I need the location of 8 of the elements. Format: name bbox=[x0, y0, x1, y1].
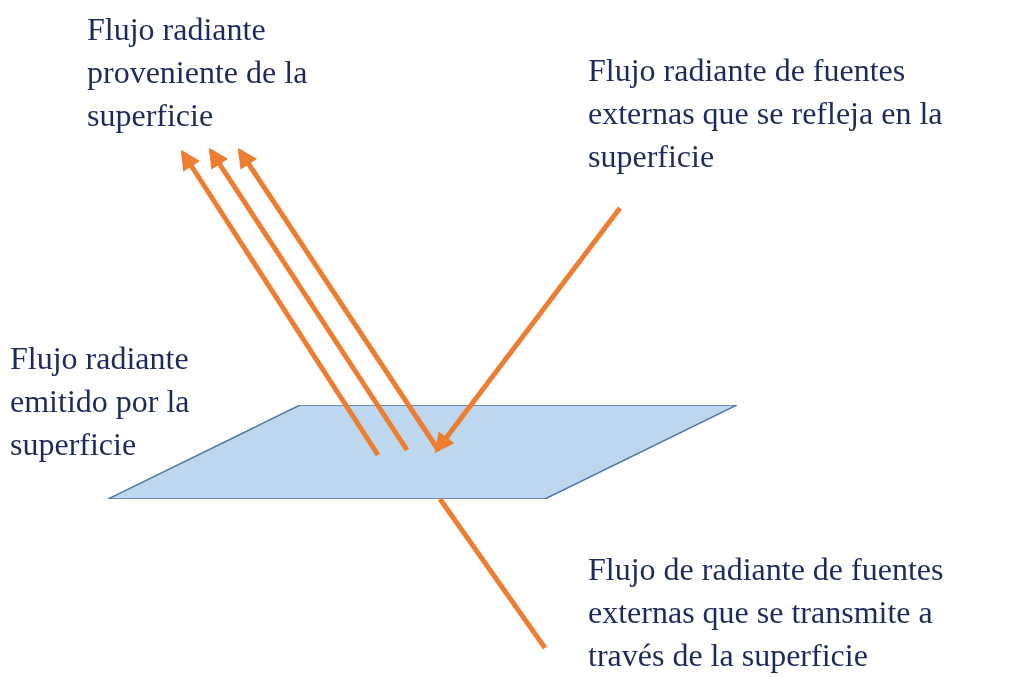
ray-line bbox=[437, 497, 548, 650]
caption-text: Flujo radiante proveniente de la superficie bbox=[87, 8, 367, 152]
arrow bbox=[208, 147, 410, 452]
caption-text: Flujo de radiante de fuentes externas que se transmite a través de la superficie bbox=[545, 548, 1008, 677]
caption-text: Flujo radiante emitido por la superficie bbox=[10, 339, 191, 464]
arrow bbox=[180, 149, 381, 457]
arrow bbox=[434, 206, 622, 454]
caption-text: Flujo radiante de fuentes externas que se refleja en la superficie bbox=[588, 49, 1008, 208]
